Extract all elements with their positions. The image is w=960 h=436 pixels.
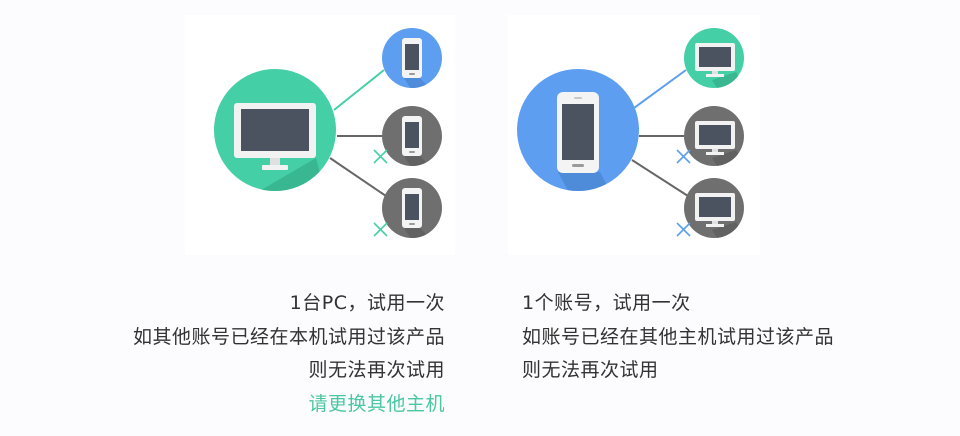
left-connector-lines (329, 69, 387, 197)
left-target-1 (382, 28, 442, 88)
rule-line: 如账号已经在其他主机试用过该产品 (522, 325, 835, 348)
monitor-icon (695, 43, 735, 77)
long-shadow (712, 222, 744, 238)
left-target-2 (382, 106, 442, 166)
long-shadow (712, 150, 744, 166)
connector-line-enabled (633, 69, 687, 109)
long-shadow (712, 72, 744, 88)
phone-icon (557, 92, 599, 173)
rule-line: 1个账号，试用一次 (522, 292, 691, 314)
right-connector-lines (631, 69, 689, 197)
highlight-line: 请更换其他主机 (308, 392, 445, 415)
connector-line-disabled (631, 159, 689, 197)
left-target-3 (382, 178, 442, 238)
long-shadow (404, 78, 442, 88)
right-target-1 (684, 28, 744, 88)
phone-icon (402, 116, 422, 156)
right-main-device (517, 69, 639, 191)
phone-icon (402, 188, 422, 228)
connector-line-enabled (333, 69, 385, 111)
long-shadow (404, 156, 442, 166)
blocked-x-icon (676, 149, 691, 164)
blocked-x-icon (373, 222, 388, 237)
rule-line: 则无法再次试用 (522, 359, 659, 381)
account-trial-rules: 1个账号，试用一次 如账号已经在其他主机试用过该产品 则无法再次试用 (522, 287, 834, 388)
right-target-2 (684, 106, 744, 166)
rule-line: 则无法再次试用 (308, 359, 445, 381)
phone-icon (402, 38, 422, 78)
rule-line: 1台PC，试用一次 (289, 292, 445, 314)
long-shadow (558, 172, 639, 191)
pc-trial-rules: 1台PC，试用一次 如其他账号已经在本机试用过该产品 则无法再次试用 请更换其他… (133, 287, 445, 421)
long-shadow (404, 228, 442, 238)
blocked-x-icon (676, 222, 691, 237)
left-main-device (214, 69, 336, 191)
monitor-icon (234, 103, 316, 170)
monitor-icon (695, 193, 735, 227)
monitor-icon (695, 121, 735, 155)
connector-line-disabled (329, 157, 387, 197)
rule-line: 如其他账号已经在本机试用过该产品 (132, 325, 445, 348)
blocked-x-icon (373, 149, 388, 164)
right-target-3 (684, 178, 744, 238)
